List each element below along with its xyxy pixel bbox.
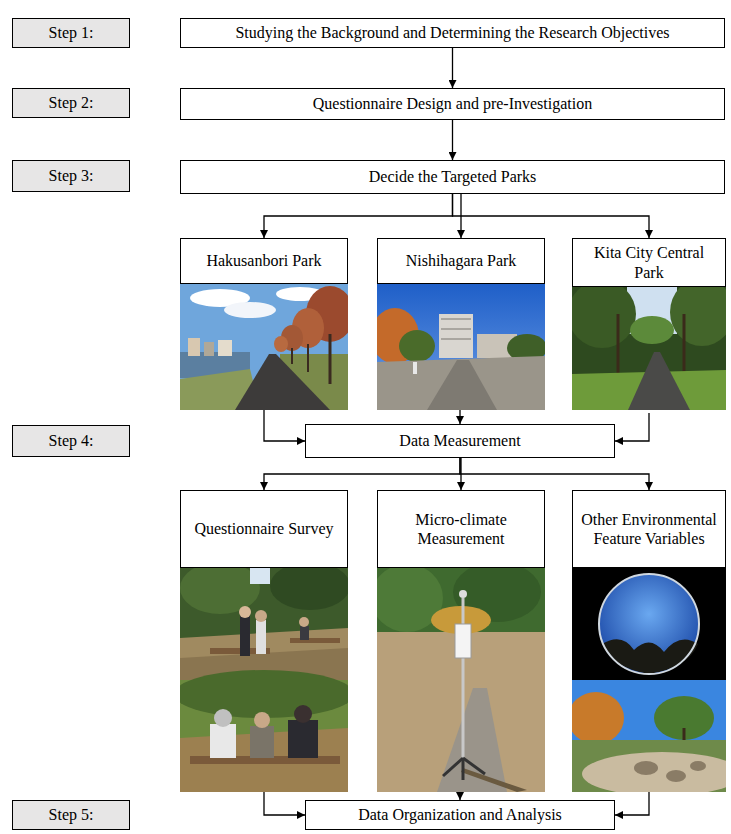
title-frame: Micro-climate Measurement: [377, 490, 545, 568]
park-photo: [180, 284, 348, 410]
flow-arrow: [459, 792, 460, 800]
environment-photo: [572, 568, 726, 792]
photo-panel: Micro-climate Measurement: [377, 490, 545, 792]
title-frame: Questionnaire Survey: [180, 490, 348, 568]
step-text: Step 1:: [49, 23, 94, 42]
node-text: Kita City Central Park: [579, 243, 719, 281]
node-text: Other Environmental Feature Variables: [579, 510, 719, 548]
photo-panel: Hakusanbori Park: [180, 238, 348, 410]
step-text: Step 2:: [49, 93, 94, 112]
node-text: Hakusanbori Park: [206, 251, 321, 270]
park-photo: [377, 284, 545, 410]
flow-arrow: [460, 458, 649, 490]
node-text: Micro-climate Measurement: [384, 510, 538, 548]
process-box: Data Measurement: [305, 424, 615, 458]
process-box: Studying the Background and Determining …: [180, 18, 725, 48]
node-text: Nishihagara Park: [406, 251, 517, 270]
park-photo: [572, 284, 726, 410]
process-box: Decide the Targeted Parks: [180, 160, 725, 194]
survey-photo: [180, 568, 348, 792]
step-text: Step 5:: [49, 805, 94, 824]
title-frame: Nishihagara Park: [377, 238, 545, 284]
step-text: Step 3:: [49, 166, 94, 185]
node-text: Data Measurement: [399, 431, 520, 450]
title-frame: Other Environmental Feature Variables: [572, 490, 726, 568]
flow-arrow: [452, 48, 453, 88]
process-box: Data Organization and Analysis: [305, 800, 615, 830]
photo-panel: Other Environmental Feature Variables: [572, 490, 726, 792]
photo-panel: Questionnaire Survey: [180, 490, 348, 792]
step-text: Step 4:: [49, 431, 94, 450]
flow-arrow: [615, 792, 649, 815]
flow-arrow: [615, 413, 649, 441]
flow-arrow: [459, 410, 460, 424]
flow-arrow: [452, 120, 453, 160]
photo-panel: Kita City Central Park: [572, 238, 726, 413]
node-text: Questionnaire Design and pre-Investigati…: [313, 94, 592, 113]
process-box: Questionnaire Design and pre-Investigati…: [180, 88, 725, 120]
node-text: Data Organization and Analysis: [358, 805, 562, 824]
node-text: Questionnaire Survey: [194, 519, 333, 538]
step-label: Step 3:: [12, 160, 130, 192]
title-frame: Kita City Central Park: [572, 238, 726, 287]
flow-arrow: [264, 792, 305, 815]
flow-arrow: [264, 410, 305, 441]
flow-arrow: [264, 458, 460, 490]
step-label: Step 2:: [12, 88, 130, 118]
instrument-photo: [377, 568, 545, 792]
flow-arrow: [264, 194, 453, 238]
title-frame: Hakusanbori Park: [180, 238, 348, 284]
step-label: Step 1:: [12, 18, 130, 48]
node-text: Decide the Targeted Parks: [369, 167, 537, 186]
photo-panel: Nishihagara Park: [377, 238, 545, 410]
step-label: Step 4:: [12, 425, 130, 457]
step-label: Step 5:: [12, 800, 130, 830]
flow-arrow: [453, 194, 650, 238]
node-text: Studying the Background and Determining …: [235, 23, 669, 42]
